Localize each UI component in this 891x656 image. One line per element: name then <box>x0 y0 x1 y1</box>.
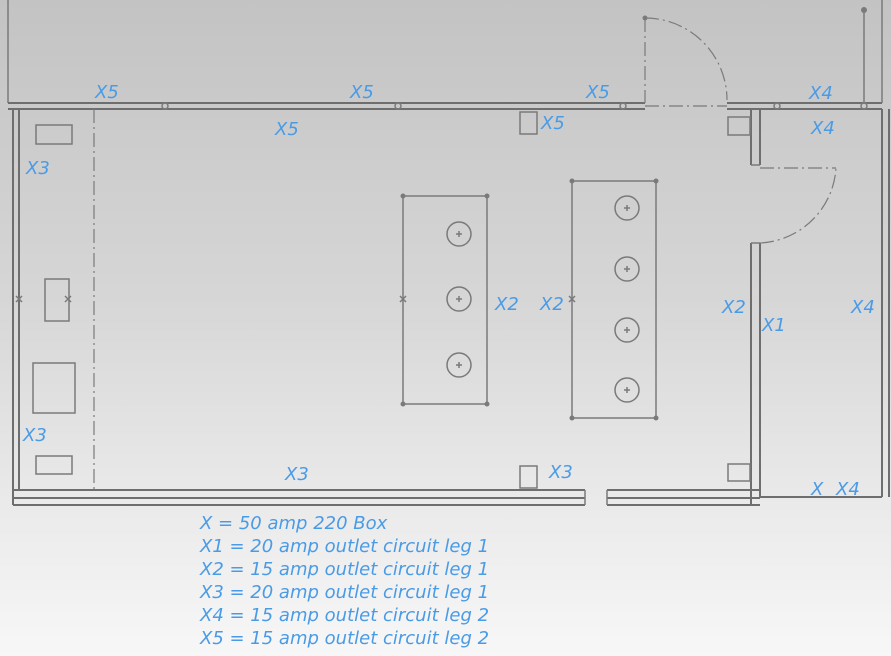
legend-item-x4: X4 = 15 amp outlet circuit leg 2 <box>200 605 490 626</box>
top-wall <box>8 102 882 110</box>
outlet-icon <box>614 377 640 403</box>
outlet-icon <box>446 221 472 247</box>
room-walls <box>12 109 760 506</box>
outlet-icon <box>614 317 640 343</box>
legend-item-x3: X3 = 20 amp outlet circuit leg 1 <box>200 582 490 603</box>
outlet-icon <box>446 352 472 378</box>
label-x5-box: X5 <box>540 113 565 134</box>
label-x3-top-left: X3 <box>25 158 50 179</box>
cross-markers <box>15 295 576 303</box>
label-x1-wall: X1 <box>761 315 786 336</box>
label-x2-table1: X2 <box>494 294 519 315</box>
legend-item-x2: X2 = 15 amp outlet circuit leg 1 <box>200 559 490 580</box>
label-x5-top-1: X5 <box>94 82 119 103</box>
label-x4-bottom: X4 <box>835 479 860 500</box>
right-upper-wall <box>861 0 883 103</box>
legend-item-x: X = 50 amp 220 Box <box>200 513 388 534</box>
wall-boxes <box>32 111 751 489</box>
label-x5-room: X5 <box>274 119 299 140</box>
table-2 <box>569 178 659 421</box>
legend: X = 50 amp 220 Box X1 = 20 amp outlet ci… <box>200 512 489 650</box>
label-x3-bottom-mid: X3 <box>284 464 309 485</box>
top-door <box>642 15 728 107</box>
outlet-icon <box>446 286 472 312</box>
label-x4-right: X4 <box>850 297 875 318</box>
outlet-icon <box>614 195 640 221</box>
label-x5-top-3: X5 <box>585 82 610 103</box>
label-x4-room: X4 <box>810 118 835 139</box>
label-x-bottom: X <box>810 479 824 500</box>
label-x4-top: X4 <box>808 83 833 104</box>
label-x2-wall: X2 <box>721 297 746 318</box>
label-x3-bottom-left: X3 <box>22 425 47 446</box>
label-x2-table2: X2 <box>539 294 564 315</box>
legend-item-x5: X5 = 15 amp outlet circuit leg 2 <box>200 628 490 649</box>
outlet-icon <box>614 256 640 282</box>
legend-item-x1: X1 = 20 amp outlet circuit leg 1 <box>200 536 490 557</box>
label-x3-bottom-box: X3 <box>548 462 573 483</box>
right-partition <box>750 109 890 505</box>
table-1 <box>400 193 490 407</box>
label-x5-top-2: X5 <box>349 82 374 103</box>
